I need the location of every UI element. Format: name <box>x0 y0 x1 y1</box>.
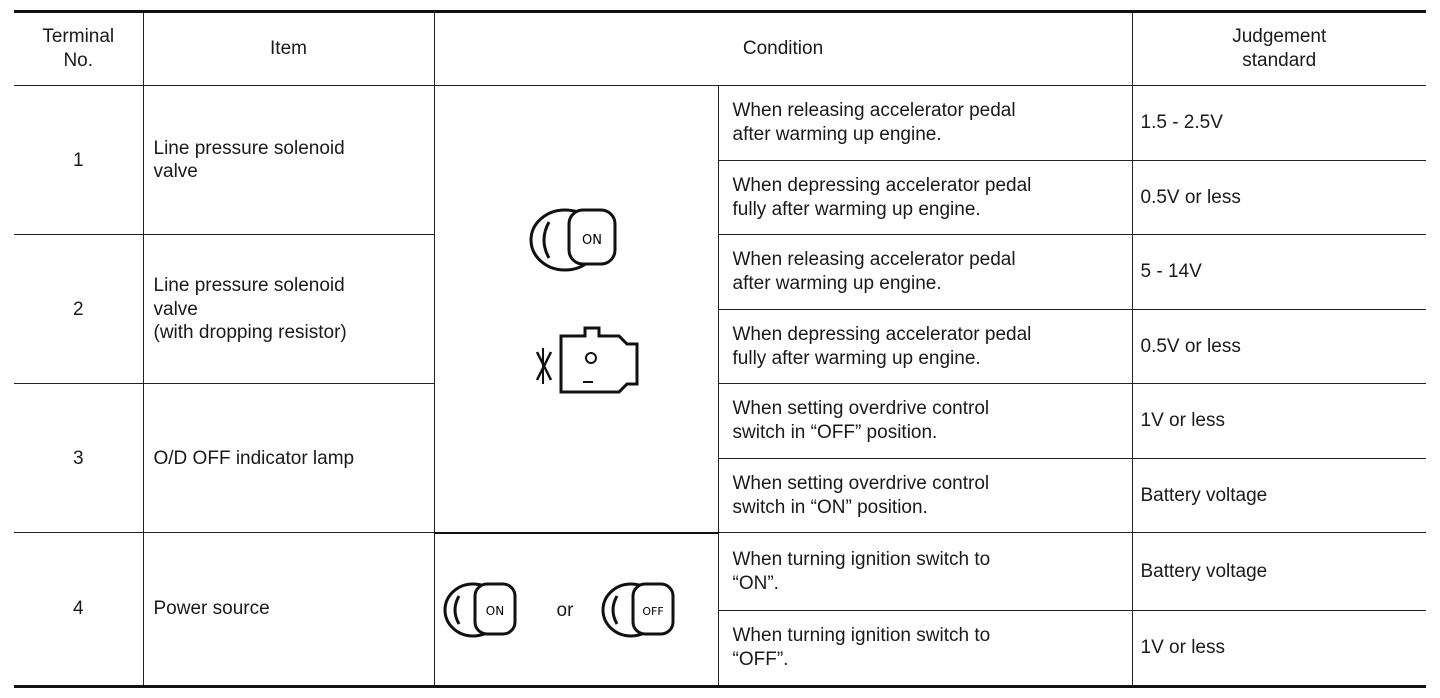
terminal-cell: 2 <box>14 234 144 385</box>
condition-line: When turning ignition switch to <box>732 625 991 647</box>
condition-line: When setting overdrive control <box>732 398 990 420</box>
condition-line: When setting overdrive control <box>732 472 990 494</box>
judgement-cell: 1V or less <box>1131 383 1426 459</box>
judgement-cell: 5 - 14V <box>1131 234 1426 310</box>
condition-cell: When setting overdrive control switch in… <box>717 383 1133 459</box>
table-row: 2 Line pressure solenoid valve (with dro… <box>14 234 1426 385</box>
condition-line: fully after warming up engine. <box>732 347 981 369</box>
condition-line: When releasing accelerator pedal <box>732 249 1016 271</box>
item-cell: O/D OFF indicator lamp <box>142 383 435 534</box>
item-line: O/D OFF indicator lamp <box>153 447 355 469</box>
condition-icons-cell: ON <box>433 85 719 534</box>
item-line: Power source <box>153 598 270 620</box>
condition-cell: When depressing accelerator pedal fully … <box>718 308 1133 385</box>
judgement-cell: Battery voltage <box>1131 457 1426 534</box>
engine-running-icon <box>535 326 638 394</box>
table-row: When depressing accelerator pedal fully … <box>14 308 1426 385</box>
condition-icons-graphic: ON <box>529 208 638 394</box>
condition-line: switch in “ON” position. <box>732 496 928 518</box>
table-row: 3 O/D OFF indicator lamp When setting ov… <box>14 383 1426 534</box>
condition-line: When releasing accelerator pedal <box>732 100 1016 122</box>
condition-cell: When turning ignition switch to “ON”. <box>717 532 1133 612</box>
ignition-key-on-icon: ON <box>443 582 516 638</box>
condition-cell: When turning ignition switch to “OFF”. <box>718 610 1133 687</box>
terminal-inspection-table: Terminal No. Item Condition Judgement st… <box>14 10 1426 688</box>
table-row: 1 Line pressure solenoid valve ON <box>14 85 1426 534</box>
item-line: valve <box>153 298 198 320</box>
condition-line: switch in “OFF” position. <box>732 422 938 444</box>
item-line: valve <box>153 161 198 183</box>
judgement-cell: 1.5 - 2.5V <box>1131 85 1426 161</box>
header-judgement-standard: Judgement standard <box>1131 10 1426 87</box>
condition-line: When depressing accelerator pedal <box>732 323 1032 345</box>
header-condition: Condition <box>433 10 1133 87</box>
condition-line: “ON”. <box>732 572 779 594</box>
condition-line: after warming up engine. <box>732 273 942 295</box>
header-judgement-line: Judgement <box>1232 26 1327 48</box>
condition-line: fully after warming up engine. <box>732 198 981 220</box>
header-terminal-line: Terminal <box>42 26 115 48</box>
condition-line: after warming up engine. <box>732 124 942 146</box>
item-line: Line pressure solenoid <box>153 274 345 296</box>
key-off-label: OFF <box>642 605 663 618</box>
condition-icons-graphic: ON or OFF <box>443 582 674 638</box>
or-label: or <box>556 600 574 621</box>
header-item: Item <box>142 10 435 87</box>
item-line: (with dropping resistor) <box>153 322 347 344</box>
condition-cell: When depressing accelerator pedal fully … <box>718 159 1133 236</box>
condition-line: “OFF”. <box>732 649 789 671</box>
condition-line: When turning ignition switch to <box>732 549 991 571</box>
header-terminal-no: Terminal No. <box>14 10 144 87</box>
ignition-key-off-icon: OFF <box>601 582 674 638</box>
header-no-line: No. <box>63 50 94 72</box>
item-cell: Line pressure solenoid valve (with dropp… <box>142 234 435 385</box>
key-on-label: ON <box>582 233 602 248</box>
table-row: 4 Power source ON or OFF <box>14 531 1426 687</box>
terminal-cell: 3 <box>14 383 144 534</box>
ignition-key-on-icon: ON <box>529 208 616 272</box>
terminal-cell: 1 <box>14 85 144 236</box>
condition-line: When depressing accelerator pedal <box>732 174 1032 196</box>
condition-cell: When releasing accelerator pedal after w… <box>717 85 1133 161</box>
condition-cell: When releasing accelerator pedal after w… <box>717 234 1133 310</box>
key-on-label: ON <box>485 604 503 618</box>
item-cell: Power source <box>142 532 435 687</box>
judgement-cell: 0.5V or less <box>1131 159 1426 236</box>
header-standard-line: standard <box>1242 50 1317 72</box>
table-row: When setting overdrive control switch in… <box>14 457 1426 534</box>
condition-icons-cell: ON or OFF <box>433 531 719 687</box>
condition-cell: When setting overdrive control switch in… <box>718 457 1133 534</box>
table-header-row: Terminal No. Item Condition Judgement st… <box>14 10 1426 87</box>
table-row: When turning ignition switch to “OFF”. 1… <box>14 610 1426 687</box>
judgement-cell: 0.5V or less <box>1131 308 1426 385</box>
judgement-cell: 1V or less <box>1131 610 1426 687</box>
judgement-cell: Battery voltage <box>1131 532 1426 612</box>
terminal-cell: 4 <box>14 532 144 687</box>
item-cell: Line pressure solenoid valve <box>142 85 435 236</box>
item-line: Line pressure solenoid <box>153 137 345 159</box>
